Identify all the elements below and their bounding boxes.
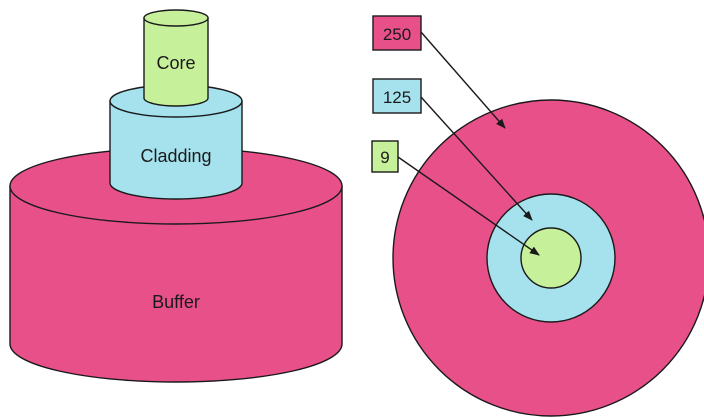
core-label: Core — [156, 53, 195, 73]
buffer-label: Buffer — [152, 292, 200, 312]
label-9-text: 9 — [380, 148, 389, 167]
fiber-cross-section — [392, 99, 704, 417]
buffer-body — [9, 185, 343, 383]
arrow-9 — [397, 156, 540, 256]
label-250-callout: 250 — [372, 15, 506, 129]
label-9-callout: 9 — [371, 140, 540, 256]
arrow-125 — [420, 96, 533, 221]
label-125-callout: 125 — [372, 78, 533, 221]
cladding-label: Cladding — [140, 146, 211, 166]
label-125-box — [372, 78, 422, 114]
label-250-text: 250 — [383, 25, 411, 44]
cladding-body — [109, 100, 243, 200]
arrow-250 — [420, 31, 506, 129]
core-layer — [143, 9, 209, 107]
fiber-cylinder: Core Cladding Buffer — [9, 9, 343, 383]
label-9-box — [371, 140, 399, 173]
label-125-text: 125 — [383, 88, 411, 107]
core-top — [143, 9, 209, 27]
core-body — [143, 17, 209, 107]
core-circle — [520, 227, 582, 289]
